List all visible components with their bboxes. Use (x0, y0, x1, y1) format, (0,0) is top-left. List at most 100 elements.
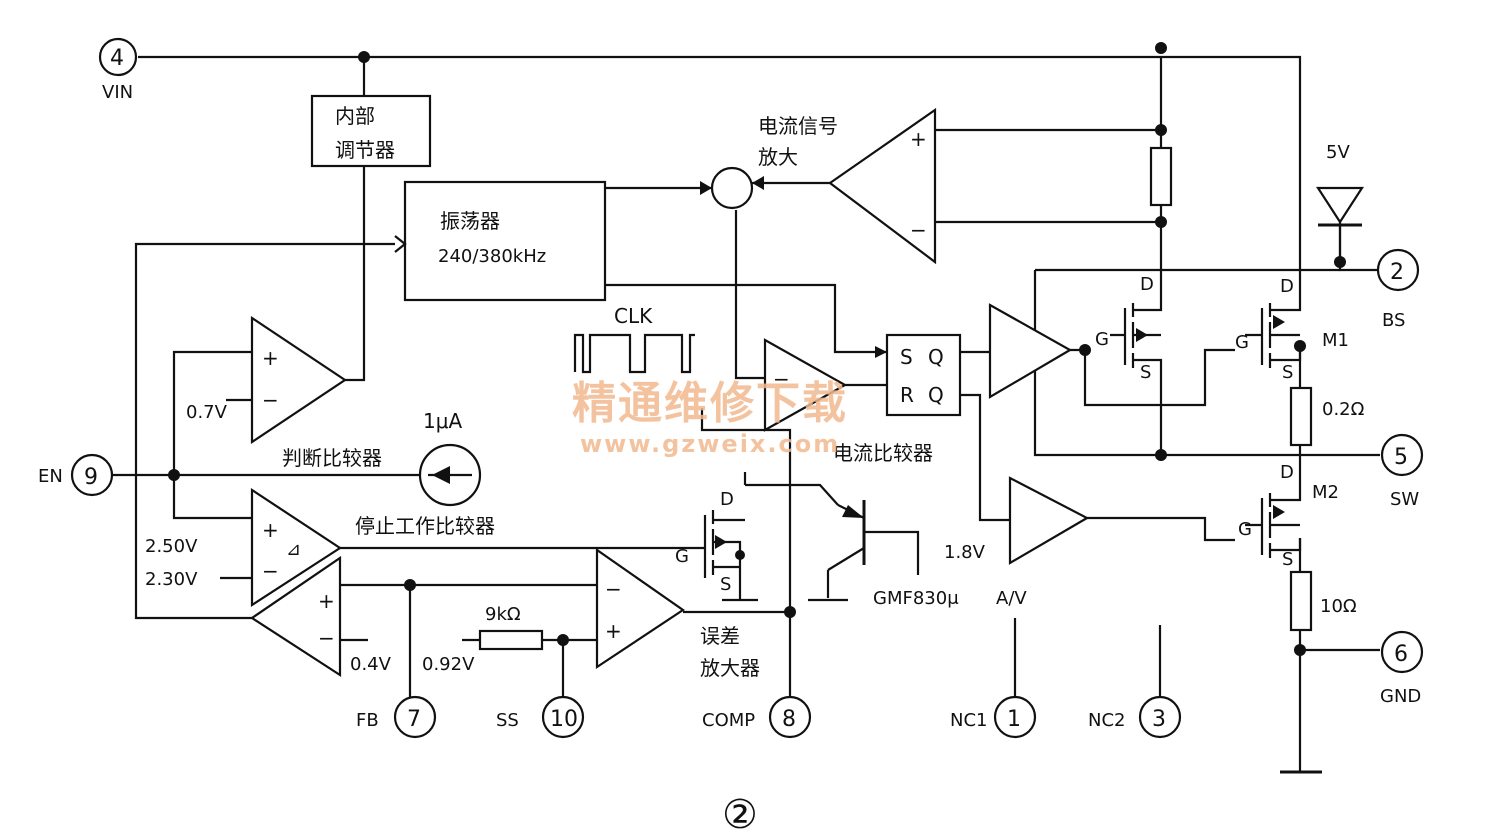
pin-nc2-num: 3 (1152, 707, 1166, 732)
watermark-title: 精通维修下载 (572, 378, 848, 429)
pin-ss-label: SS (496, 710, 519, 731)
sr-q-label: Q (928, 345, 944, 369)
clk-label: CLK (614, 304, 653, 328)
sr-s-label: S (900, 345, 913, 369)
sr-latch: S Q R Q (875, 333, 962, 417)
pin-en-label: EN (38, 466, 63, 487)
low-side-driver: 1.8V A/V (944, 476, 1090, 609)
osc-input-arrow (394, 235, 407, 253)
resistor-10: 10Ω (1289, 570, 1357, 632)
pin-nc2-label: NC2 (1088, 710, 1126, 731)
watermark-url: www.gzweix.com (580, 430, 840, 458)
sr-r-label: R (900, 383, 914, 407)
pin-ss: 10 SS (496, 695, 585, 739)
v092-label: 0.92V (422, 654, 475, 675)
ss-mos-d-label: D (720, 489, 734, 510)
current-amp-plus: + (910, 127, 927, 151)
r9k-label: 9kΩ (485, 604, 521, 625)
pin-sw-label: SW (1390, 489, 1419, 510)
pin-fb-label: FB (356, 710, 379, 731)
v07-label: 0.7V (186, 402, 228, 423)
current-source-label: 1μA (423, 409, 462, 433)
mosfet-internal: D G S (1095, 274, 1163, 383)
error-amp-minus: − (605, 577, 622, 601)
mosfet-m2: D G S M2 (1238, 462, 1339, 570)
current-comparator: − 电流比较器 (763, 338, 933, 465)
error-amp-label-1: 误差 (700, 624, 740, 648)
pin-nc1-num: 1 (1007, 707, 1021, 732)
ss-mos-g-label: G (675, 546, 689, 567)
pin-bs-num: 2 (1390, 260, 1404, 285)
current-comp-label: 电流比较器 (833, 441, 933, 465)
current-amp-label-2: 放大 (758, 145, 798, 169)
oscillator-label-1: 振荡器 (440, 209, 500, 233)
resistor-02: 0.2Ω (1289, 386, 1365, 447)
pin-fb-num: 7 (407, 707, 421, 732)
stop-comparator: + − ⊿ 停止工作比较器 2.50V 2.30V (145, 487, 495, 608)
fb-comparator: + − 0.4V 0.92V (250, 555, 475, 678)
pin-ss-num: 10 (550, 707, 578, 732)
pin-comp-num: 8 (782, 707, 796, 732)
sr-qb-label: Q (928, 383, 944, 407)
pin-sw-num: 5 (1394, 445, 1408, 470)
pin-vin-num: 4 (110, 46, 124, 71)
oscillator-label-2: 240/380kHz (438, 246, 546, 267)
m2-g-label: G (1238, 519, 1252, 540)
oscillator: 振荡器 240/380kHz (394, 180, 607, 302)
av-label: A/V (996, 588, 1027, 609)
pin-nc1: 1 NC1 (950, 695, 1037, 739)
pin-bs-label: BS (1382, 310, 1405, 331)
junctions (168, 42, 1346, 656)
mosfet-m1: D G S M1 (1235, 262, 1349, 383)
sense-resistor-top (1149, 146, 1173, 207)
pin-vin: 4 VIN (98, 37, 138, 103)
m2-label: M2 (1312, 482, 1339, 503)
summing-node (700, 166, 764, 210)
current-amp-minus: − (910, 218, 927, 242)
pin-gnd-num: 6 (1394, 642, 1408, 667)
pin-comp-label: COMP (702, 710, 755, 731)
m2-s-label: S (1282, 549, 1293, 570)
r02-label: 0.2Ω (1322, 399, 1365, 420)
stop-comp-plus: + (262, 518, 279, 542)
judge-comparator: + − 0.7V 判断比较器 (186, 315, 382, 470)
clk-waveform: CLK (573, 304, 695, 374)
pin-bs: 2 BS (1376, 248, 1420, 331)
pin-nc2: 3 NC2 (1088, 695, 1182, 739)
mosfet-g-label: G (1095, 329, 1109, 350)
fb-comp-minus: − (318, 626, 335, 650)
bootstrap-diode: 5V (1315, 142, 1365, 262)
regulator-label-2: 调节器 (335, 138, 395, 162)
mosfet-s-label: S (1140, 362, 1151, 383)
current-comp-minus: − (773, 367, 790, 391)
stop-comp-label: 停止工作比较器 (355, 514, 495, 538)
internal-regulator: 内部 调节器 (310, 94, 432, 168)
judge-comp-minus: − (262, 388, 279, 412)
current-signal-amplifier: + − 电流信号 放大 (758, 107, 937, 265)
pin-comp: 8 COMP (702, 695, 812, 739)
current-source: 1μA (418, 409, 482, 507)
error-amplifier: − + 误差 放大器 (595, 547, 760, 680)
regulator-label-1: 内部 (335, 104, 375, 128)
ss-mos-s-label: S (720, 574, 731, 595)
pin-gnd-label: GND (1380, 686, 1421, 707)
pin-nc1-label: NC1 (950, 710, 988, 731)
m1-g-label: G (1235, 332, 1249, 353)
high-side-driver (988, 303, 1073, 399)
judge-comp-label: 判断比较器 (282, 446, 382, 470)
fb-comp-plus: + (318, 589, 335, 613)
pin-en: 9 EN (38, 453, 114, 497)
m2-d-label: D (1280, 462, 1294, 483)
mosfet-ss: D G S (675, 489, 745, 595)
v18-label: 1.8V (944, 542, 986, 563)
hysteresis-icon: ⊿ (286, 539, 301, 560)
pin-en-num: 9 (84, 465, 98, 490)
watermark: 精通维修下载 www.gzweix.com (572, 378, 848, 458)
error-amp-label-2: 放大器 (700, 656, 760, 680)
stop-comp-minus: − (262, 559, 279, 583)
bjt-transistor: GMF830μ (827, 500, 959, 609)
v250-label: 2.50V (145, 536, 198, 557)
m1-label: M1 (1322, 330, 1349, 351)
figure-number: ② (722, 792, 758, 834)
pin-gnd: 6 GND (1380, 630, 1424, 707)
